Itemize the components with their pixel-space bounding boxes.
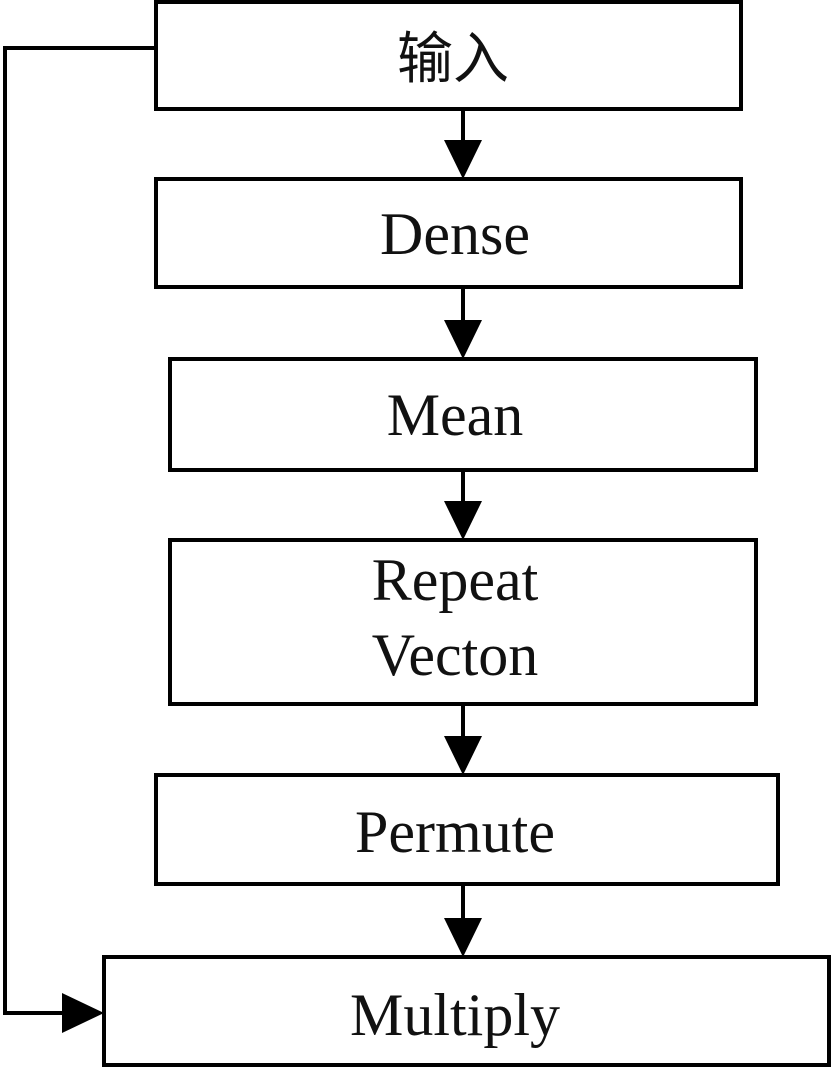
node-input-box <box>154 0 743 111</box>
node-dense-label: Dense <box>380 201 530 267</box>
node-mean: Mean <box>168 357 758 472</box>
edge-mean-repeat-arrowhead <box>444 501 482 540</box>
node-dense: Dense <box>154 177 743 289</box>
edge-dense-mean <box>444 287 482 359</box>
node-multiply-label: Multiply <box>350 982 560 1048</box>
edge-input-multiply-bypass-arrowhead <box>62 993 104 1033</box>
node-input-label: 输入 <box>397 27 509 92</box>
edge-dense-mean-arrowhead <box>444 320 482 359</box>
node-multiply-box <box>102 955 831 1067</box>
node-repeat-box <box>168 538 758 706</box>
edge-repeat-permute <box>444 704 482 775</box>
edge-permute-multiply-arrowhead <box>444 918 482 957</box>
edge-permute-multiply <box>444 884 482 957</box>
node-dense-box <box>154 177 743 289</box>
edge-input-multiply-bypass <box>3 46 156 1033</box>
node-permute-label: Permute <box>355 799 555 865</box>
node-permute-box <box>154 773 780 886</box>
node-multiply: Multiply <box>102 955 831 1067</box>
edge-input-multiply-bypass-line <box>3 46 156 1015</box>
node-repeat: Repeat Vecton <box>168 538 758 706</box>
edge-input-dense <box>444 109 482 179</box>
node-mean-label: Mean <box>387 382 524 448</box>
edge-repeat-permute-arrowhead <box>444 736 482 775</box>
node-repeat-label-line1: Repeat <box>372 547 539 613</box>
node-repeat-label-line2: Vecton <box>372 622 539 688</box>
edge-input-dense-arrowhead <box>444 140 482 179</box>
node-input: 输入 <box>154 0 743 111</box>
edge-mean-repeat <box>444 470 482 540</box>
node-permute: Permute <box>154 773 780 886</box>
